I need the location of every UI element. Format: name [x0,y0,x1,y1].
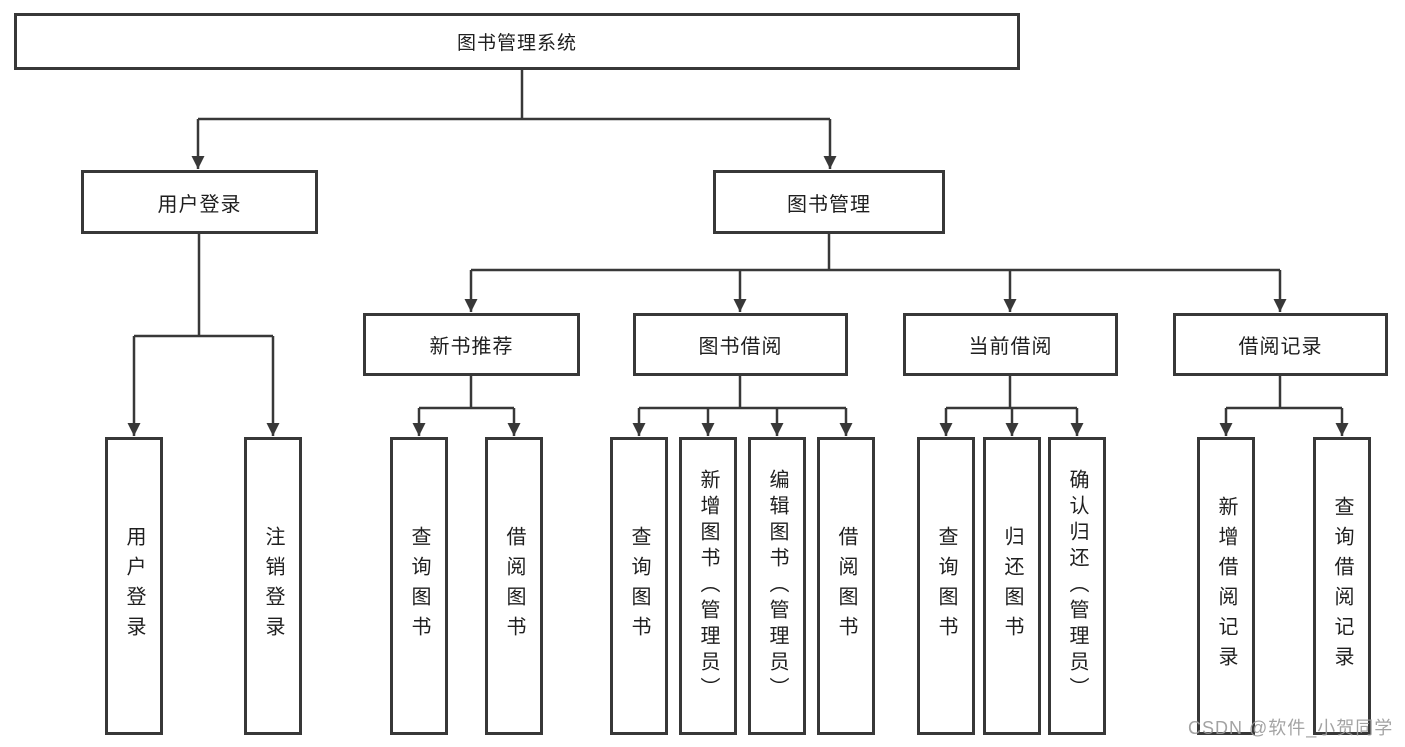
node-library-system: 图书管理系统 [14,13,1020,70]
node-book-borrowing: 图书借阅 [633,313,848,376]
leaf-borrow-books-borrowing: 借阅图书 [817,437,875,735]
node-borrowing-records: 借阅记录 [1173,313,1388,376]
leaf-confirm-return-admin: 确认归还（管理员） [1048,437,1106,735]
leaf-return-books: 归还图书 [983,437,1041,735]
leaf-query-borrow-record: 查询借阅记录 [1313,437,1371,735]
leaf-add-book-admin: 新增图书（管理员） [679,437,737,735]
leaf-query-books-current: 查询图书 [917,437,975,735]
leaf-add-borrow-record: 新增借阅记录 [1197,437,1255,735]
leaf-borrow-books-recommend: 借阅图书 [485,437,543,735]
leaf-user-login: 用户登录 [105,437,163,735]
leaf-logout: 注销登录 [244,437,302,735]
node-current-borrowing: 当前借阅 [903,313,1118,376]
csdn-watermark: CSDN @软件_小贺同学 [1188,718,1394,738]
leaf-query-books-borrowing: 查询图书 [610,437,668,735]
node-user-login: 用户登录 [81,170,318,234]
leaf-query-books-recommend: 查询图书 [390,437,448,735]
node-new-book-recommend: 新书推荐 [363,313,580,376]
leaf-edit-book-admin: 编辑图书（管理员） [748,437,806,735]
node-book-management: 图书管理 [713,170,945,234]
